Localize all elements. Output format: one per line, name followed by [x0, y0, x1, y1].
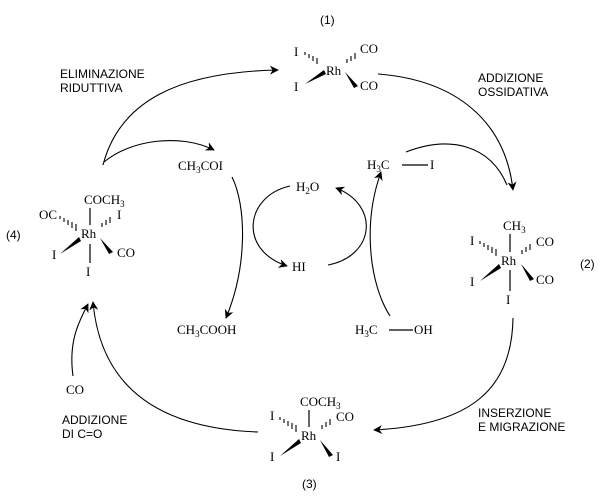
complex-4: Rh COCH3 OC I I CO I: [39, 192, 135, 279]
arrow-hi-to-water: [327, 186, 367, 266]
arrow-co-to-4: [71, 303, 89, 377]
species-acetic-acid: CH3COOH: [177, 322, 236, 339]
arrow-3-to-4: [89, 301, 259, 433]
complex-1-hashed-bond-top-left: [304, 52, 318, 64]
arrow-4-to-acetyl-iodide: [103, 140, 215, 163]
complex-2-hashed-bond-top-right: [521, 244, 531, 254]
methyl-iodide-iodine: I: [430, 157, 434, 172]
label-complex-2-number: (2): [580, 257, 595, 271]
complex-3-hashed-bond-top-right: [321, 419, 331, 429]
label-oxidative-addition-line1: ADDIZIONE: [478, 71, 543, 85]
complex-2: Rh CH3 I I CO CO I: [470, 218, 554, 307]
complex-1-ligand-co-bottom: CO: [360, 78, 378, 93]
label-reductive-elimination-line1: ELIMINAZIONE: [60, 67, 145, 81]
complex-4-metal: Rh: [81, 226, 97, 241]
complex-4-wedge-bond-bottom-left: [60, 237, 81, 254]
complex-4-ligand-co-right: CO: [117, 245, 135, 260]
complex-4-wedge-bond-bottom-right: [100, 238, 113, 254]
complex-1-wedge-bond-bottom-right: [345, 72, 358, 88]
complex-1-ligand-iodide-top: I: [294, 44, 298, 59]
complex-4-hashed-bond-top-right: [101, 217, 111, 227]
complex-1-ligand-co-top: CO: [360, 41, 378, 56]
complex-4-ligand-iodide-axial: I: [86, 264, 90, 279]
label-co-addition-line2: DI C=O: [62, 427, 102, 441]
complex-3-ligand-acetyl: COCH3: [300, 394, 341, 411]
complex-4-ligand-co-left: OC: [39, 207, 57, 222]
complex-1-hashed-bond-top-right: [346, 53, 356, 63]
complex-3: Rh COCH3 I I CO I: [270, 394, 354, 464]
complex-3-ligand-iodide-top: I: [270, 408, 274, 423]
complex-2-ligand-iodide-axial: I: [506, 292, 510, 307]
arrow-acetyl-iodide-to-acetic-acid: [224, 176, 244, 319]
complex-3-ligand-co: CO: [336, 409, 354, 424]
label-complex-3-number: (3): [302, 477, 317, 491]
complex-4-ligand-acetyl: COCH3: [84, 192, 125, 209]
label-complex-4-number: (4): [6, 228, 21, 242]
species-methanol: H3C OH: [355, 322, 433, 339]
complex-1-metal: Rh: [326, 63, 342, 78]
complex-2-ligand-iodide-top: I: [470, 233, 474, 248]
arrow-methyl-iodide-to-2: [405, 143, 508, 186]
complex-2-ligand-co-bottom: CO: [536, 272, 554, 287]
arrow-4-to-1: [102, 65, 279, 166]
label-complex-1-number: (1): [320, 13, 335, 27]
complex-2-ligand-methyl: CH3: [503, 218, 526, 235]
label-oxidative-addition-line2: OSSIDATIVA: [478, 85, 548, 99]
complex-1: Rh I I CO CO: [294, 41, 378, 94]
complex-2-metal: Rh: [501, 253, 517, 268]
complex-3-wedge-bond-bottom-left: [280, 439, 301, 456]
complex-4-hashed-bond-top-left: [59, 216, 77, 231]
arrow-1-to-2: [377, 73, 517, 191]
complex-2-ligand-co-top: CO: [536, 234, 554, 249]
label-co-addition-line1: ADDIZIONE: [62, 413, 127, 427]
species-water: H2O: [296, 179, 319, 196]
species-carbon-monoxide: CO: [66, 382, 84, 397]
complex-3-ligand-iodide-bottom: I: [270, 449, 274, 464]
arrow-water-to-hi: [252, 185, 291, 268]
methyl-iodide-methyl: H3C: [367, 157, 390, 174]
complex-4-ligand-iodide-left: I: [52, 247, 56, 262]
methanol-hydroxyl: OH: [414, 322, 433, 337]
complex-1-wedge-bond-bottom-left: [305, 70, 326, 84]
arrow-2-to-3: [373, 317, 514, 435]
species-methyl-iodide: H3C I: [367, 157, 434, 174]
complex-3-hashed-bond-top-left: [279, 417, 297, 432]
complex-2-wedge-bond-bottom-right: [521, 264, 534, 281]
arrow-methanol-to-methyl-iodide: [369, 171, 391, 317]
complex-3-ligand-iodide-right: I: [336, 449, 340, 464]
complex-2-wedge-bond-bottom-left: [480, 264, 501, 281]
complex-2-ligand-iodide-bottom: I: [470, 274, 474, 289]
complex-2-hashed-bond-top-left: [479, 241, 497, 256]
label-reductive-elimination-line2: RIDUTTIVA: [60, 81, 122, 95]
complex-1-ligand-iodide-bottom: I: [294, 79, 298, 94]
complex-4-ligand-iodide-top-right: I: [117, 207, 121, 222]
label-insertion-migration-line1: INSERZIONE: [478, 406, 551, 420]
species-acetyl-iodide: CH3COI: [178, 158, 223, 175]
complex-3-metal: Rh: [301, 428, 317, 443]
methanol-methyl: H3C: [355, 322, 378, 339]
label-insertion-migration-line2: E MIGRAZIONE: [478, 420, 565, 434]
complex-3-wedge-bond-bottom-right: [320, 440, 333, 457]
species-hydrogen-iodide: HI: [292, 259, 306, 274]
